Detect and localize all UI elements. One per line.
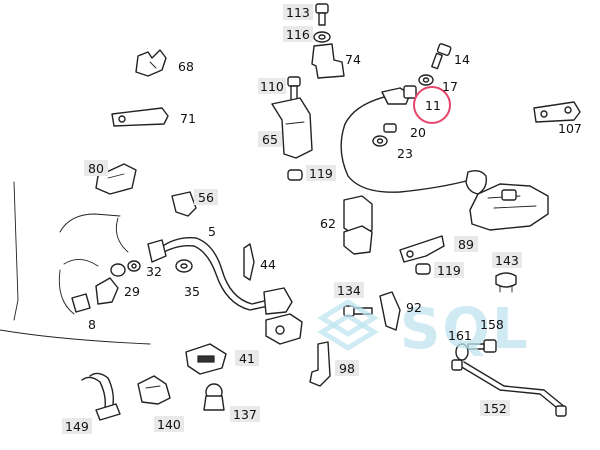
label-41: 41: [239, 351, 255, 366]
label-110: 110: [260, 79, 284, 94]
label-80: 80: [88, 161, 104, 176]
watermark-text: SQL: [400, 297, 530, 362]
label-89: 89: [458, 237, 474, 252]
label-143: 143: [495, 253, 519, 268]
bracket-80: [95, 163, 137, 195]
clamp-8: [71, 293, 91, 313]
label-137: 137: [233, 407, 257, 422]
label-116: 116: [286, 27, 310, 42]
bolt-14: [431, 43, 452, 70]
label-119-lower: 119: [437, 263, 461, 278]
bracket-44: [243, 243, 255, 281]
label-62: 62: [320, 216, 336, 231]
label-158: 158: [480, 317, 504, 332]
label-56: 56: [198, 190, 214, 205]
plate-107: [533, 101, 581, 123]
connector-41: [185, 343, 227, 375]
label-134: 134: [337, 283, 361, 298]
label-140: 140: [157, 417, 181, 432]
rod-152: [451, 359, 567, 417]
bracket-98: [309, 341, 331, 387]
strap-71: [111, 107, 169, 127]
part-labels: 113 116 74 14 17 11 20 23 68 110 107 71 …: [62, 4, 582, 434]
nut-119-lower: [415, 263, 431, 275]
washer-23: [372, 135, 388, 147]
label-92: 92: [406, 300, 422, 315]
highlight-circle-11: [413, 86, 451, 124]
engine-block-outline: [0, 181, 151, 345]
label-71: 71: [180, 111, 196, 126]
nut-119-upper: [287, 169, 303, 181]
terminal-29: [58, 259, 119, 315]
nut-32: [110, 260, 141, 277]
bracket-89: [399, 235, 445, 263]
bolt-158: [467, 339, 497, 353]
control-module: [469, 183, 549, 231]
label-20: 20: [410, 125, 426, 140]
label-17: 17: [442, 79, 458, 94]
bolt-113: [315, 3, 329, 26]
label-32: 32: [146, 264, 162, 279]
clip-149: [81, 372, 121, 421]
bracket-65: [271, 97, 313, 159]
label-5: 5: [208, 224, 216, 239]
label-44: 44: [260, 257, 276, 272]
bracket-62: [343, 195, 373, 255]
terminal-20: [383, 123, 397, 133]
clip-137: [203, 383, 225, 411]
label-68: 68: [178, 59, 194, 74]
washer-116: [313, 31, 331, 43]
bracket-56: [171, 191, 197, 217]
label-65: 65: [262, 132, 278, 147]
ground-cable-11: [340, 85, 488, 195]
label-35: 35: [184, 284, 200, 299]
label-8: 8: [88, 317, 96, 332]
clip-140: [137, 375, 171, 405]
bracket-74: [311, 43, 345, 79]
nut-35: [175, 259, 193, 273]
battery-cable-5: [147, 237, 293, 315]
label-119-upper: 119: [309, 166, 333, 181]
clip-68: [135, 49, 167, 77]
label-23: 23: [397, 146, 413, 161]
watermark-logo: SQL: [317, 297, 530, 362]
clamp-143: [495, 272, 517, 293]
label-74: 74: [345, 52, 361, 67]
label-98: 98: [339, 361, 355, 376]
label-113: 113: [286, 5, 310, 20]
bracket-92: [379, 291, 401, 331]
label-152: 152: [483, 401, 507, 416]
label-161: 161: [448, 328, 472, 343]
label-11: 11: [425, 98, 441, 113]
label-149: 149: [65, 419, 89, 434]
terminal-block: [265, 313, 303, 345]
label-29: 29: [124, 284, 140, 299]
bolt-110: [287, 76, 301, 103]
label-14: 14: [454, 52, 470, 67]
nut-17: [418, 74, 434, 86]
label-107: 107: [558, 121, 582, 136]
